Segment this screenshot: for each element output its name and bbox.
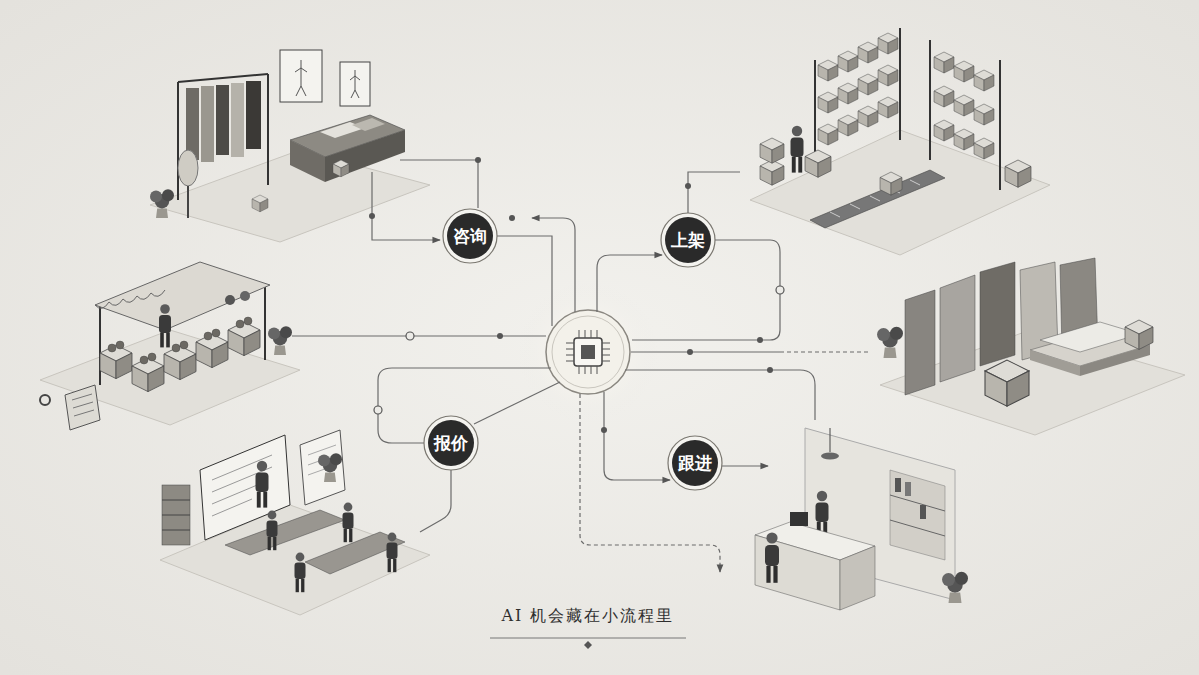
caption-rule bbox=[490, 638, 686, 649]
shop-counter bbox=[755, 428, 968, 610]
market-stall bbox=[40, 262, 300, 430]
process-circle: 跟进 bbox=[667, 435, 723, 491]
inner-disc bbox=[428, 420, 474, 466]
caption: AI 机会藏在小流程里 bbox=[502, 606, 675, 627]
inner-disc bbox=[447, 213, 493, 259]
outer-ring bbox=[668, 436, 722, 490]
inner-disc bbox=[665, 217, 711, 263]
classroom bbox=[160, 430, 430, 615]
outer-ring bbox=[443, 209, 497, 263]
inner-disc bbox=[672, 440, 718, 486]
outer-ring bbox=[424, 416, 478, 470]
process-circle: 咨询 bbox=[442, 208, 498, 264]
step-label: 上架 bbox=[671, 230, 705, 250]
process-circle: 报价 bbox=[423, 415, 479, 471]
process-circle: 上架 bbox=[660, 212, 716, 268]
stone-slabs bbox=[877, 258, 1185, 435]
warehouse bbox=[750, 28, 1050, 255]
step-label: 咨询 bbox=[453, 226, 487, 246]
clothing-studio bbox=[150, 50, 430, 242]
step-label: 跟进 bbox=[678, 453, 712, 473]
step-label: 报价 bbox=[434, 433, 468, 453]
outer-ring bbox=[661, 213, 715, 267]
